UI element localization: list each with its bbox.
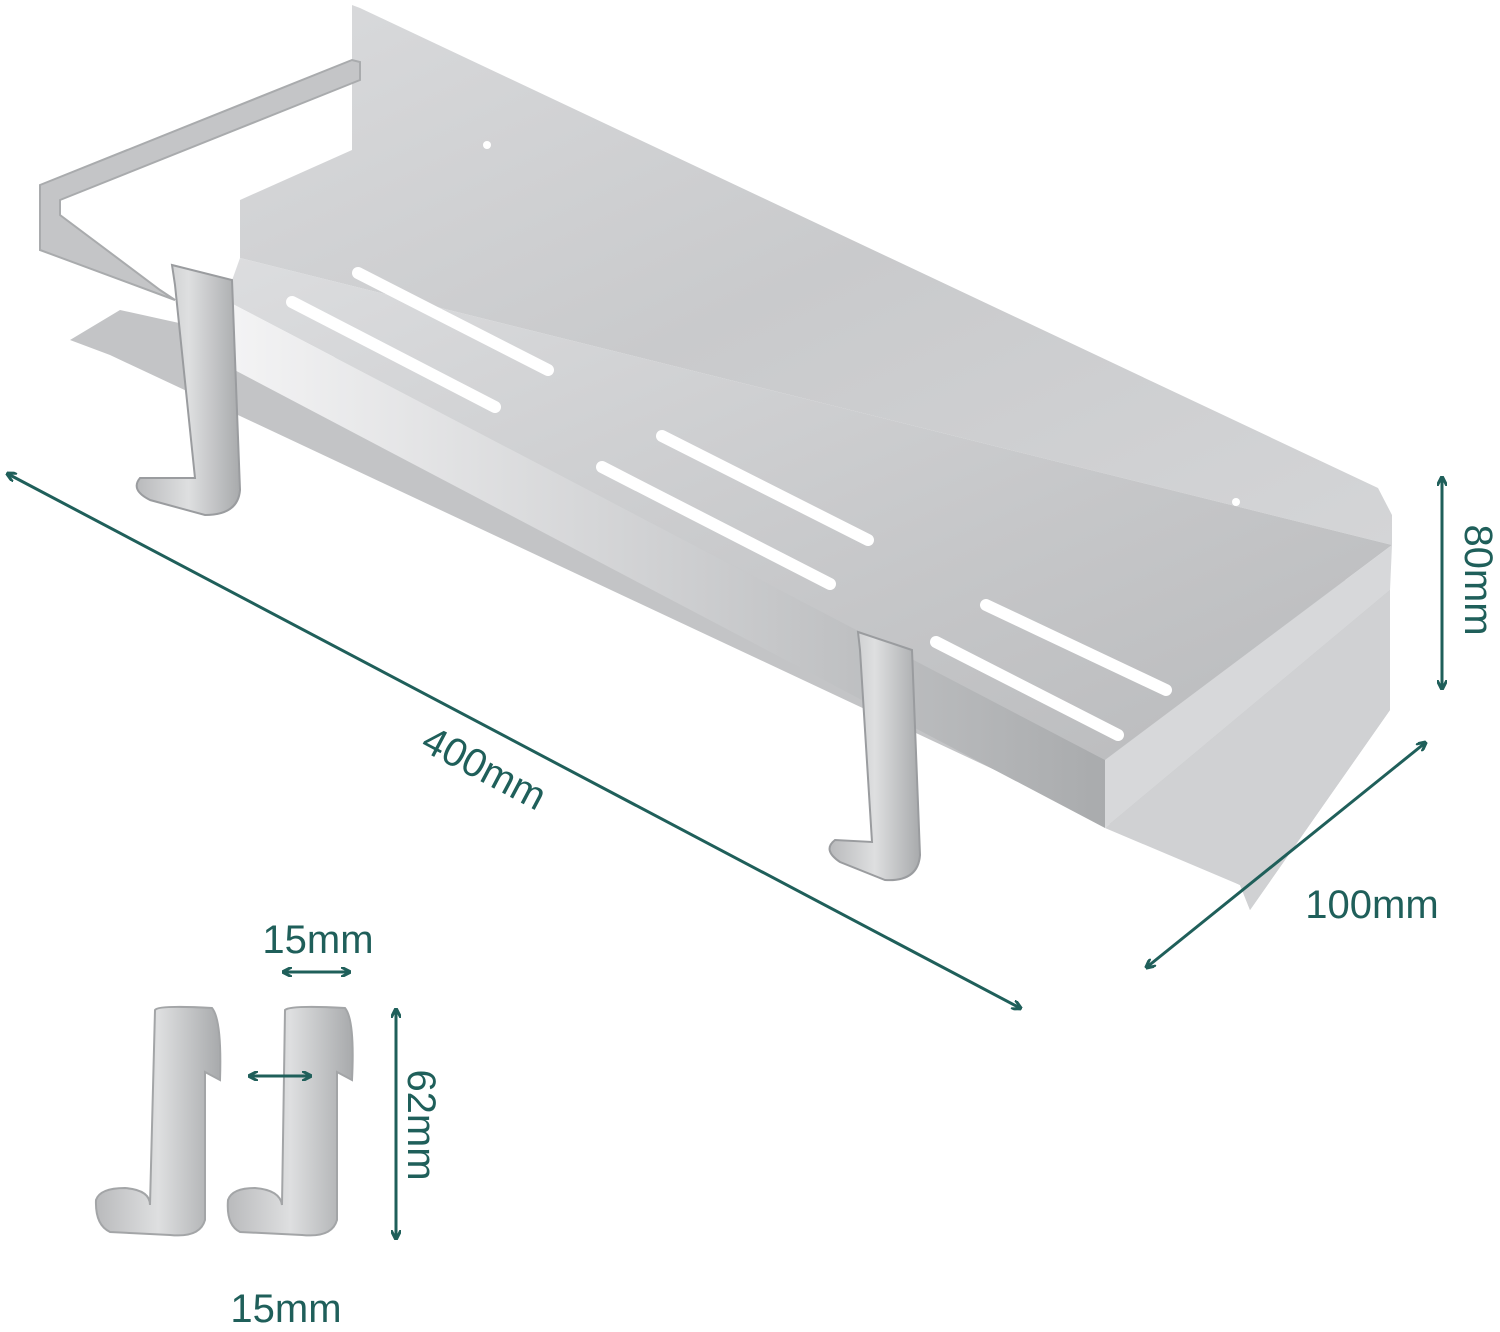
drain-slot <box>352 267 554 376</box>
hook-height-label: 62mm <box>399 1069 443 1180</box>
hook-top-width-label: 15mm <box>262 918 373 962</box>
spare-hook-left <box>94 1005 222 1237</box>
length-arrow <box>8 474 1020 1008</box>
spare-hook-right <box>226 1005 354 1237</box>
depth-label: 100mm <box>1305 883 1438 927</box>
spare-hooks <box>94 1005 354 1237</box>
shelf-hook-left <box>135 263 242 517</box>
length-label: 400mm <box>415 718 554 819</box>
depth-arrow <box>1147 743 1425 967</box>
drain-slot <box>286 296 501 413</box>
shelf-left-frame <box>39 58 361 301</box>
mounting-hole <box>1232 498 1240 506</box>
height-label: 80mm <box>1456 524 1500 635</box>
shelf-back-panel <box>240 5 1392 545</box>
shelf <box>39 5 1392 910</box>
mounting-hole <box>483 141 491 149</box>
hook-bottom-width-label: 15mm <box>230 1287 341 1331</box>
